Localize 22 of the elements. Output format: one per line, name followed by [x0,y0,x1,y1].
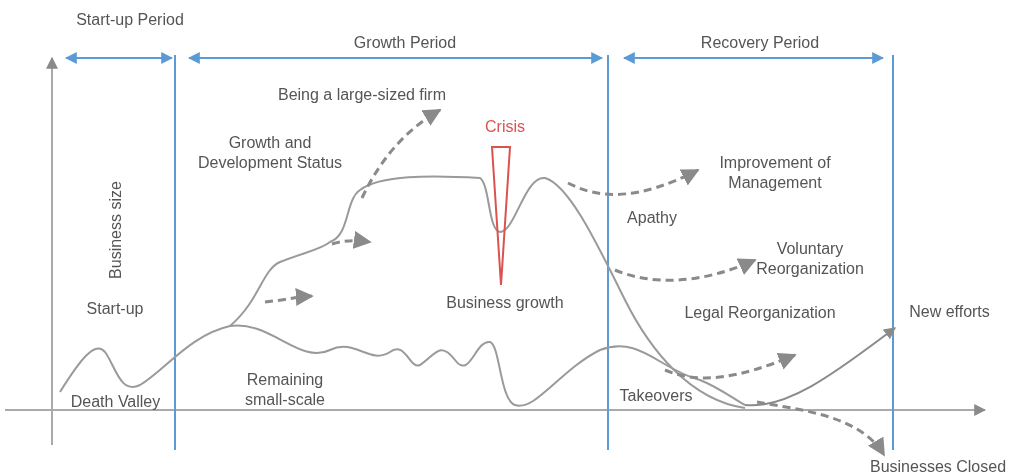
period-label: Start-up Period [75,10,185,30]
stage-label: Death Valley [69,392,162,412]
stage-label: Legal Reorganization [683,303,837,323]
period-label: Recovery Period [699,33,821,53]
arrow [744,327,896,407]
crisis-label: Crisis [484,117,526,137]
arrow [360,108,442,199]
stage-label: Business growth [445,293,565,313]
stage-label: Voluntary Reorganization [745,239,875,279]
stage-label: Businesses Closed [858,457,1018,476]
arrow [567,168,700,196]
stage-label: Being a large-sized firm [262,85,462,105]
arrow [614,258,757,282]
stage-label: Improvement of Management [700,153,850,193]
stage-label: Remaining small-scale [244,370,326,410]
stage-label: Apathy [626,208,678,228]
stage-label: Start-up [85,299,145,319]
stage-label: Takeovers [618,386,694,406]
stage-label: New efforts [897,302,1002,322]
arrow [756,400,886,457]
stage-label: Growth and Development Status [196,133,344,173]
period-label: Growth Period [352,33,458,53]
